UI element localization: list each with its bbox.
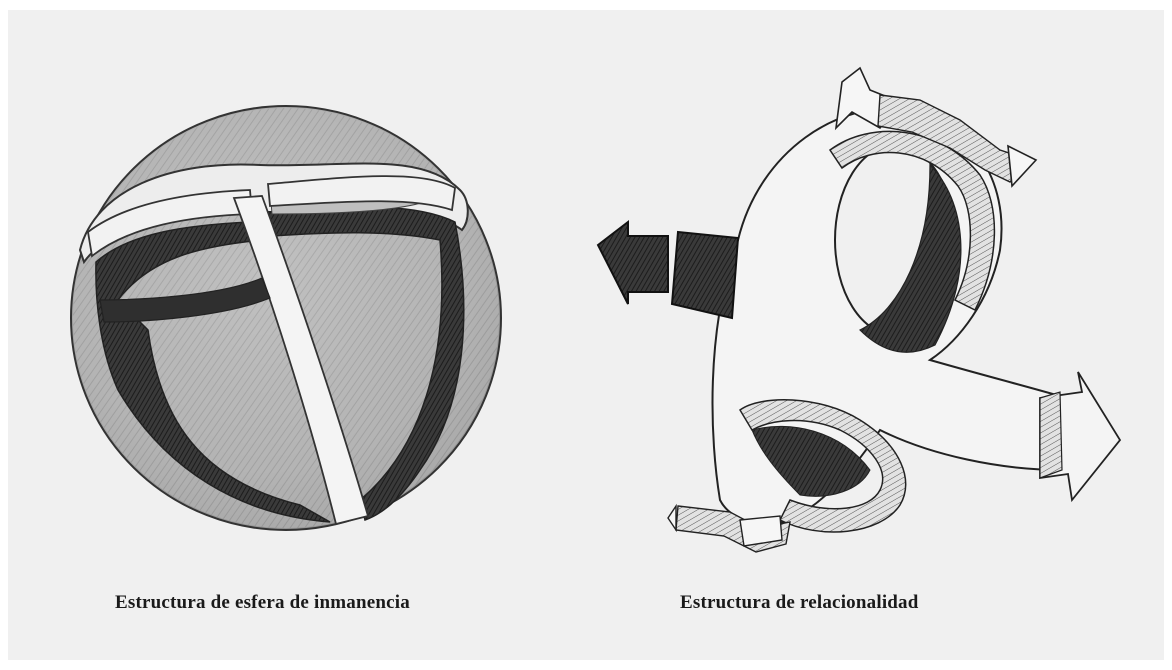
sphere-dark-channel-right bbox=[267, 206, 465, 521]
relationality-bottom-arrow bbox=[739, 515, 783, 547]
relationality-upper-loop-shadow bbox=[858, 163, 962, 353]
sphere-vertical-band bbox=[232, 195, 370, 526]
relationality-top-right-arrow-head bbox=[1007, 144, 1038, 188]
relationality-top-strip bbox=[877, 94, 1032, 183]
sphere-of-immanence-drawing bbox=[70, 105, 502, 531]
relationality-left-arrow bbox=[596, 219, 669, 305]
sphere-lower-band bbox=[99, 277, 271, 323]
relationality-drawing bbox=[596, 66, 1122, 553]
caption-sphere-of-immanence: Estructura de esfera de inmanencia bbox=[115, 592, 410, 613]
relationality-lower-loop-shadow bbox=[751, 425, 871, 497]
caption-relationality: Estructura de relacionalidad bbox=[680, 592, 919, 613]
sphere-horizontal-band-right bbox=[267, 175, 456, 212]
relationality-left-arrow-tail bbox=[670, 230, 740, 320]
relationality-right-arrow-edge bbox=[1039, 391, 1063, 479]
relationality-bottom-left-arrow bbox=[667, 503, 677, 533]
